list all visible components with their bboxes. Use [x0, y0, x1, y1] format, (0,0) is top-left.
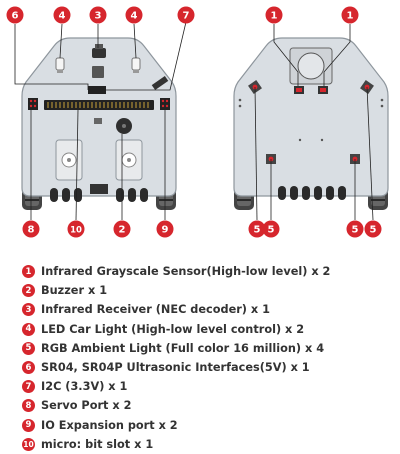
callout-3: 3	[89, 6, 107, 24]
svg-text:6: 6	[12, 11, 19, 22]
svg-text:5: 5	[268, 225, 275, 236]
legend-item: 9 IO Expansion port x 2	[22, 416, 392, 435]
legend-number: 9	[22, 418, 35, 432]
legend-text: Infrared Grayscale Sensor(High-low level…	[41, 265, 331, 279]
servo-port	[28, 98, 38, 110]
svg-text:8: 8	[28, 225, 35, 236]
chip	[92, 66, 104, 78]
svg-text:7: 7	[183, 11, 190, 22]
callout-2: 2	[113, 220, 131, 238]
back-leader-lines	[254, 24, 374, 221]
callout-8: 8	[22, 220, 40, 238]
callout-4-left: 4	[53, 6, 71, 24]
component-legend: 1 Infrared Grayscale Sensor(High-low lev…	[22, 262, 392, 454]
svg-text:1: 1	[271, 11, 278, 22]
led-car-light-right	[131, 57, 141, 73]
legend-number: 8	[22, 399, 35, 413]
legend-item: 5 RGB Ambient Light (Full color 16 milli…	[22, 339, 392, 358]
front-callouts: 6 4 3 4 7 8 10 2 9	[6, 6, 195, 238]
back-bottom-connectors	[278, 186, 346, 200]
callout-10: 10	[67, 220, 85, 238]
back-view: 1 1 5 5 5 5	[233, 6, 389, 238]
power-switch	[90, 184, 108, 194]
legend-text: Servo Port x 2	[41, 399, 132, 413]
sr04-header	[88, 86, 106, 94]
legend-text: I2C (3.3V) x 1	[41, 380, 128, 394]
legend-number: 2	[22, 284, 35, 298]
legend-number: 10	[22, 437, 35, 451]
callout-1-right: 1	[341, 6, 359, 24]
grayscale-sensor-left	[294, 86, 304, 94]
svg-text:5: 5	[370, 225, 377, 236]
legend-text: LED Car Light (High-low level control) x…	[41, 322, 305, 336]
io-expansion-port	[160, 98, 170, 110]
svg-text:2: 2	[119, 225, 126, 236]
legend-text: SR04, SR04P Ultrasonic Interfaces(5V) x …	[41, 361, 310, 375]
back-callouts: 1 1 5 5 5 5	[248, 6, 382, 238]
legend-number: 3	[22, 303, 35, 317]
i2c-header	[151, 75, 169, 91]
legend-number: 7	[22, 380, 35, 394]
legend-number: 1	[22, 265, 35, 279]
svg-text:5: 5	[254, 225, 261, 236]
robot-board-diagram: 6 4 3 4 7 8 10 2 9	[6, 6, 389, 238]
buzzer	[116, 118, 132, 134]
svg-text:10: 10	[70, 226, 82, 236]
callout-5-d: 5	[364, 220, 382, 238]
callout-9: 9	[156, 220, 174, 238]
legend-text: Infrared Receiver (NEC decoder) x 1	[41, 303, 270, 317]
infrared-receiver	[92, 44, 106, 58]
svg-text:5: 5	[352, 225, 359, 236]
callout-7: 7	[177, 6, 195, 24]
led-car-light-left	[55, 57, 65, 73]
legend-item: 8 Servo Port x 2	[22, 396, 392, 415]
legend-text: RGB Ambient Light (Full color 16 million…	[41, 341, 325, 355]
front-board	[21, 37, 177, 197]
legend-text: Buzzer x 1	[41, 284, 108, 298]
legend-text: IO Expansion port x 2	[41, 418, 178, 432]
small-chip	[94, 118, 102, 124]
legend-item: 6 SR04, SR04P Ultrasonic Interfaces(5V) …	[22, 358, 392, 377]
side-dots	[238, 98, 384, 142]
svg-text:3: 3	[95, 11, 102, 22]
legend-item: 3 Infrared Receiver (NEC decoder) x 1	[22, 300, 392, 319]
microbit-slot	[44, 100, 154, 110]
legend-item: 1 Infrared Grayscale Sensor(High-low lev…	[22, 262, 392, 281]
callout-5-c: 5	[346, 220, 364, 238]
front-view: 6 4 3 4 7 8 10 2 9	[6, 6, 195, 238]
motor-right	[115, 139, 143, 181]
legend-item: 2 Buzzer x 1	[22, 281, 392, 300]
callout-5-a: 5	[248, 220, 266, 238]
battery-holder	[289, 47, 333, 85]
svg-text:9: 9	[162, 225, 169, 236]
legend-number: 5	[22, 341, 35, 355]
legend-number: 4	[22, 322, 35, 336]
legend-number: 6	[22, 361, 35, 375]
callout-4-right: 4	[125, 6, 143, 24]
front-leader-lines	[14, 21, 187, 221]
legend-item: 10 micro: bit slot x 1	[22, 435, 392, 454]
legend-item: 7 I2C (3.3V) x 1	[22, 377, 392, 396]
legend-text: micro: bit slot x 1	[41, 437, 154, 451]
motor-left	[55, 139, 83, 181]
legend-item: 4 LED Car Light (High-low level control)…	[22, 320, 392, 339]
svg-text:1: 1	[347, 11, 354, 22]
svg-text:4: 4	[131, 11, 138, 22]
grayscale-sensor-right	[318, 86, 328, 94]
callout-5-b: 5	[262, 220, 280, 238]
svg-text:4: 4	[59, 11, 66, 22]
callout-1-left: 1	[265, 6, 283, 24]
callout-6: 6	[6, 6, 24, 24]
